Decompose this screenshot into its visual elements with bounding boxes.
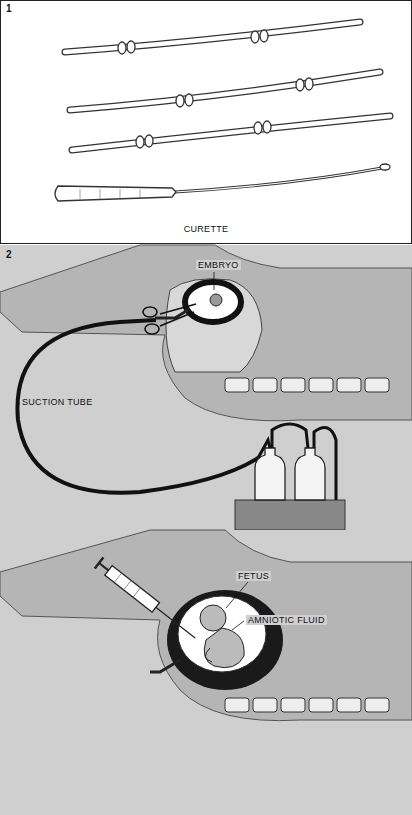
panel-number: 2	[4, 249, 14, 261]
part-label: FETUS	[236, 571, 271, 581]
panel-number: 1	[4, 3, 14, 15]
part-label: AMNIOTIC FLUID	[246, 615, 327, 625]
part-label: EMBRYO	[196, 260, 241, 270]
part-label: SUCTION TUBE	[20, 397, 94, 407]
part-label: CURETTE	[182, 224, 231, 234]
